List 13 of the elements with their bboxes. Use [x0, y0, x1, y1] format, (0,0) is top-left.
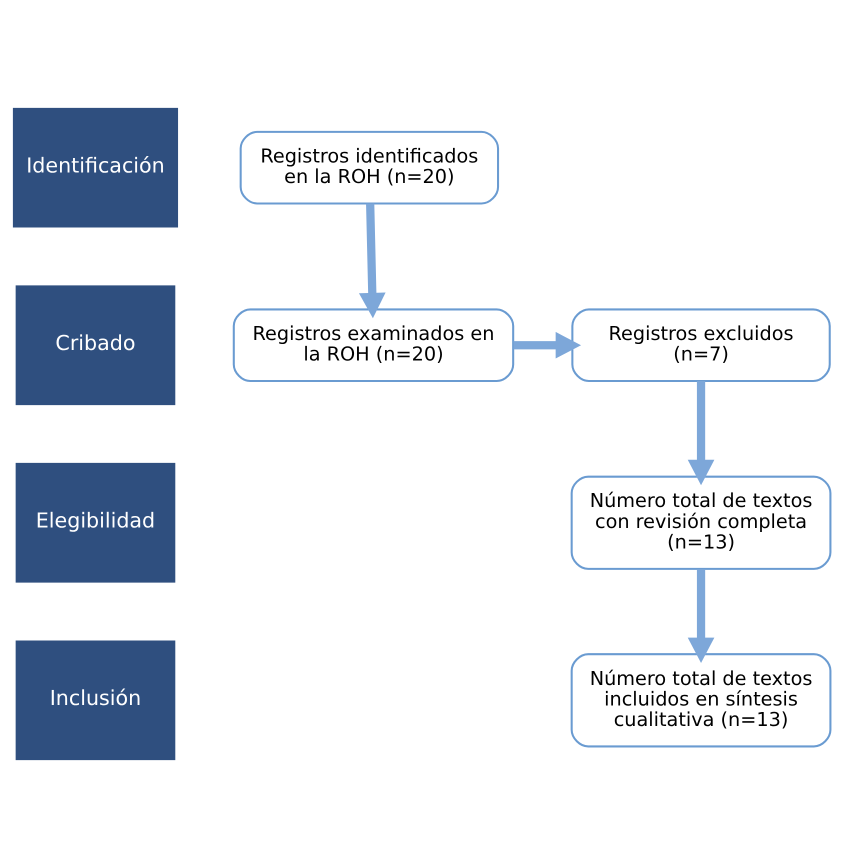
arrow	[688, 568, 714, 662]
node-box: Identificación	[12, 107, 178, 228]
arrow	[514, 331, 582, 358]
node-box: Elegibilidad	[16, 462, 176, 582]
node-box: Número total de textos con revisión completa (n=13)	[570, 475, 832, 570]
node-box: Registros excluidos (n=7)	[571, 308, 831, 382]
node-box: Cribado	[16, 284, 176, 405]
arrow	[688, 380, 714, 485]
node-box: Número total de textos incluidos en síntesis cualitativa (n=13)	[570, 652, 832, 747]
arrow	[358, 203, 386, 318]
node-box: Registros examinados en la ROH (n=20)	[232, 308, 514, 382]
node-box: Registros identificados en la ROH (n=20)	[240, 130, 500, 204]
node-box: Inclusión	[16, 640, 176, 760]
